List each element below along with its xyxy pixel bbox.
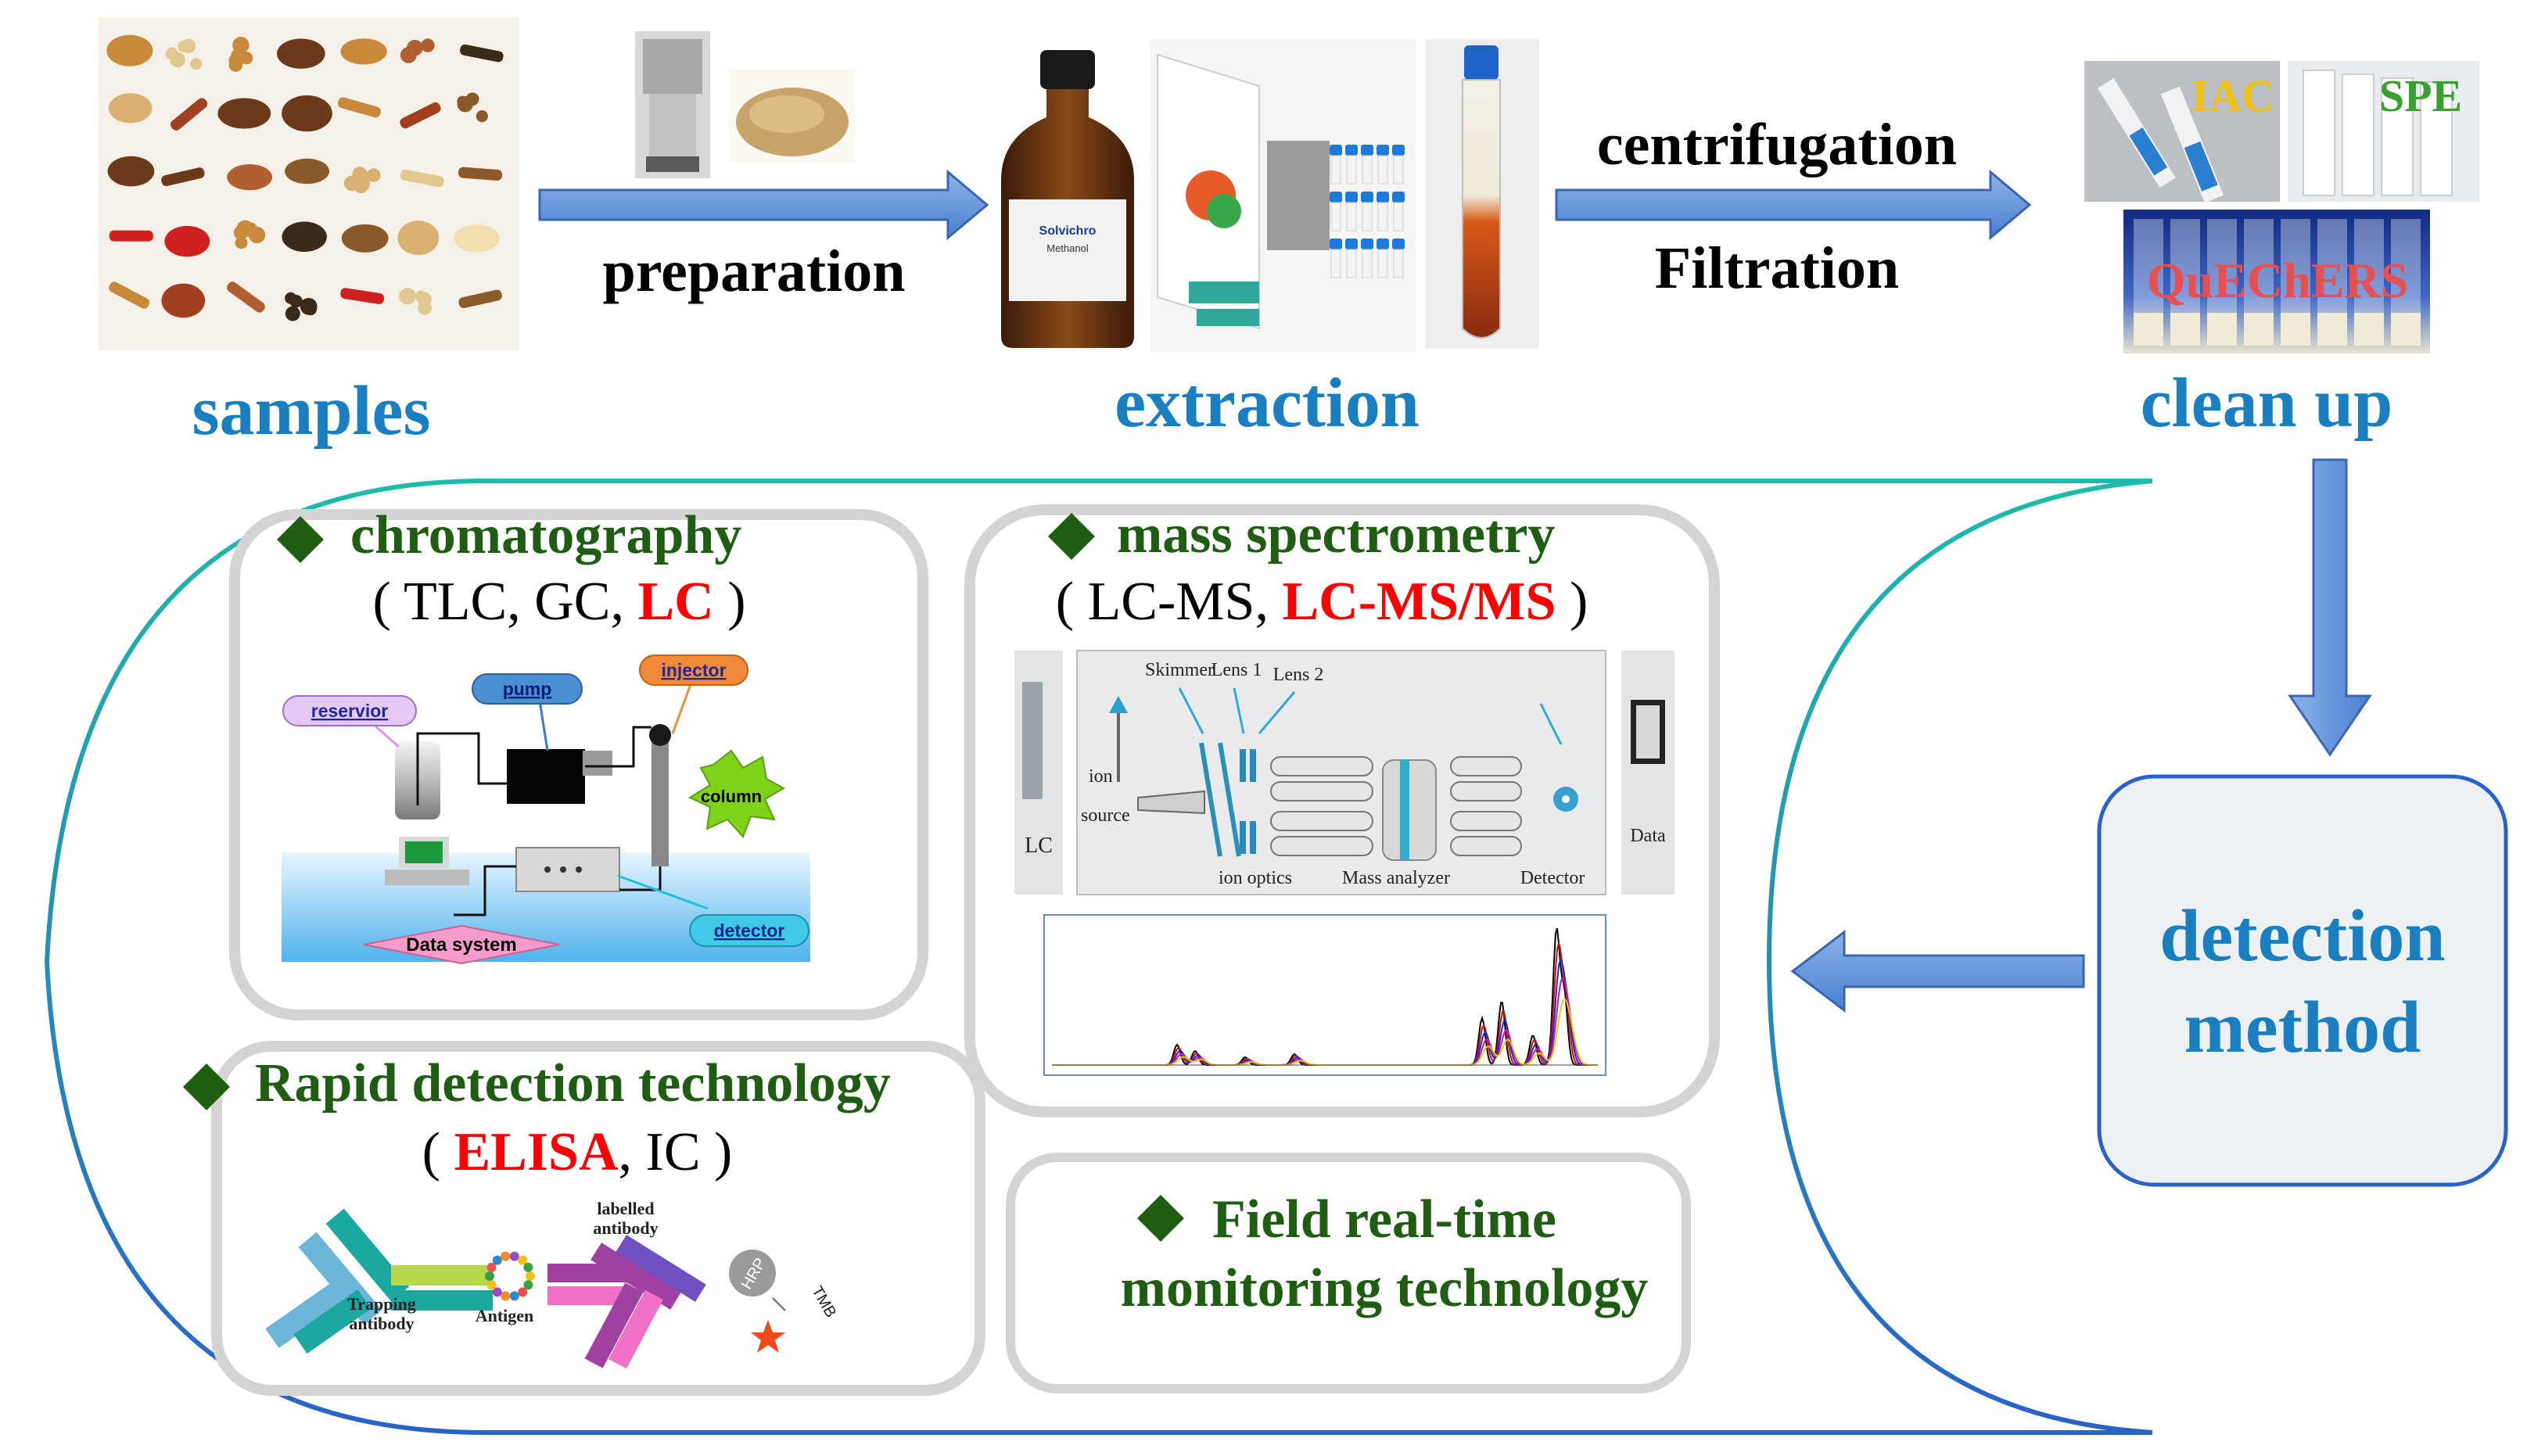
rapid-methods: ( ELISA, IC ) [422, 1122, 733, 1182]
ms-ion-optics-label: ion optics [1219, 868, 1292, 888]
chromatography-title: chromatography [350, 505, 741, 565]
elisa-trapping-label-2: antibody [349, 1314, 414, 1333]
field-monitoring-panel: Field real-time monitoring technology [1006, 1153, 1691, 1393]
ms-data-label: Data [1630, 826, 1666, 846]
rapid-detection-panel: Rapid detection technology ( ELISA, IC )… [183, 1041, 985, 1396]
filtration-label: Filtration [1655, 235, 1899, 301]
bullet-diamond-icon [1137, 1195, 1184, 1242]
cleanup-label: clean up [2141, 364, 2393, 442]
centrifugation-arrow [1555, 169, 2032, 241]
elisa-antigen-label: Antigen [476, 1306, 534, 1325]
to-detection-arrow [2288, 458, 2372, 757]
rapid-title: Rapid detection technology [255, 1053, 891, 1114]
lc-pump-label: pump [503, 679, 552, 699]
grinder-photo [635, 31, 710, 178]
spe-photo: SPE [2288, 61, 2479, 202]
chromatography-panel: chromatography ( TLC, GC, LC ) column [229, 505, 928, 1020]
samples-photo [99, 17, 519, 350]
detection-method-box: detection method [2097, 774, 2508, 1187]
ms-ion-source-label-1: ion [1089, 766, 1113, 787]
ms-mass-analyzer-label: Mass analyzer [1342, 868, 1450, 888]
to-methods-arrow [1790, 929, 2085, 1013]
lc-detector-label: detector [714, 920, 785, 941]
centrifugation-label: centrifugation [1597, 112, 1957, 178]
detection-label-line2: method [2184, 987, 2421, 1068]
bullet-diamond-icon [183, 1063, 230, 1110]
lc-schematic: column Data system reservior pump inject… [282, 654, 810, 965]
elisa-labelled-label-1: labelled [597, 1199, 654, 1218]
ms-ion-source-label-2: source [1081, 805, 1130, 826]
elisa-schematic: Trapping antibody Antigen labelled antib… [265, 1199, 839, 1369]
extraction-label: extraction [1115, 364, 1420, 442]
preparation-label: preparation [602, 238, 905, 304]
lc-reservior-label: reservior [311, 701, 389, 721]
ms-skimmer-label: Skimmer [1145, 660, 1214, 680]
field-line2: monitoring technology [1121, 1258, 1649, 1318]
iac-label: IAC [2191, 70, 2274, 121]
elisa-trapping-label-1: Trapping [347, 1294, 416, 1314]
lc-injector-label: injector [661, 660, 726, 680]
chromatography-methods: ( TLC, GC, LC ) [372, 572, 745, 632]
extraction-kit-photo [1150, 39, 1416, 352]
ms-lc-label: LC [1025, 834, 1053, 858]
mass-spectrometry-panel: mass spectrometry ( LC-MS, LC-MS/MS ) LC… [964, 504, 1720, 1117]
ms-title: mass spectrometry [1117, 504, 1555, 565]
powder-photo [729, 69, 856, 163]
ms-detector-label: Detector [1520, 868, 1585, 888]
preparation-arrow [538, 169, 989, 241]
ms-lens2-label: Lens 2 [1273, 665, 1324, 685]
quechers-label: QuEChERS [2147, 253, 2408, 308]
quechers-photo: QuEChERS [2123, 210, 2430, 353]
elisa-labelled-label-2: antibody [593, 1218, 658, 1238]
ms-lens1-label: Lens 1 [1211, 660, 1262, 680]
detection-label-line1: detection [2159, 895, 2445, 977]
lc-column-label: column [701, 787, 762, 806]
spe-label: SPE [2379, 70, 2462, 121]
ms-methods: ( LC-MS, LC-MS/MS ) [1056, 572, 1588, 632]
bottle-label: Solvichro [1039, 224, 1097, 238]
ms-schematic: LC Skimmer Lens 1 Lens 2 ion source [1014, 650, 1674, 895]
bottle-sublabel: Methanol [1046, 242, 1089, 254]
iac-photo: IAC [2084, 61, 2280, 203]
samples-label: samples [192, 372, 430, 450]
field-line1: Field real-time [1212, 1189, 1556, 1250]
sample-tube-photo [1425, 39, 1539, 349]
lc-data-system-label: Data system [406, 934, 516, 956]
solvent-bottle-photo: Solvichro Methanol [989, 39, 1150, 352]
bullet-diamond-icon [277, 516, 324, 563]
ms-spectrum-plot [1043, 914, 1606, 1076]
bullet-diamond-icon [1048, 513, 1095, 560]
